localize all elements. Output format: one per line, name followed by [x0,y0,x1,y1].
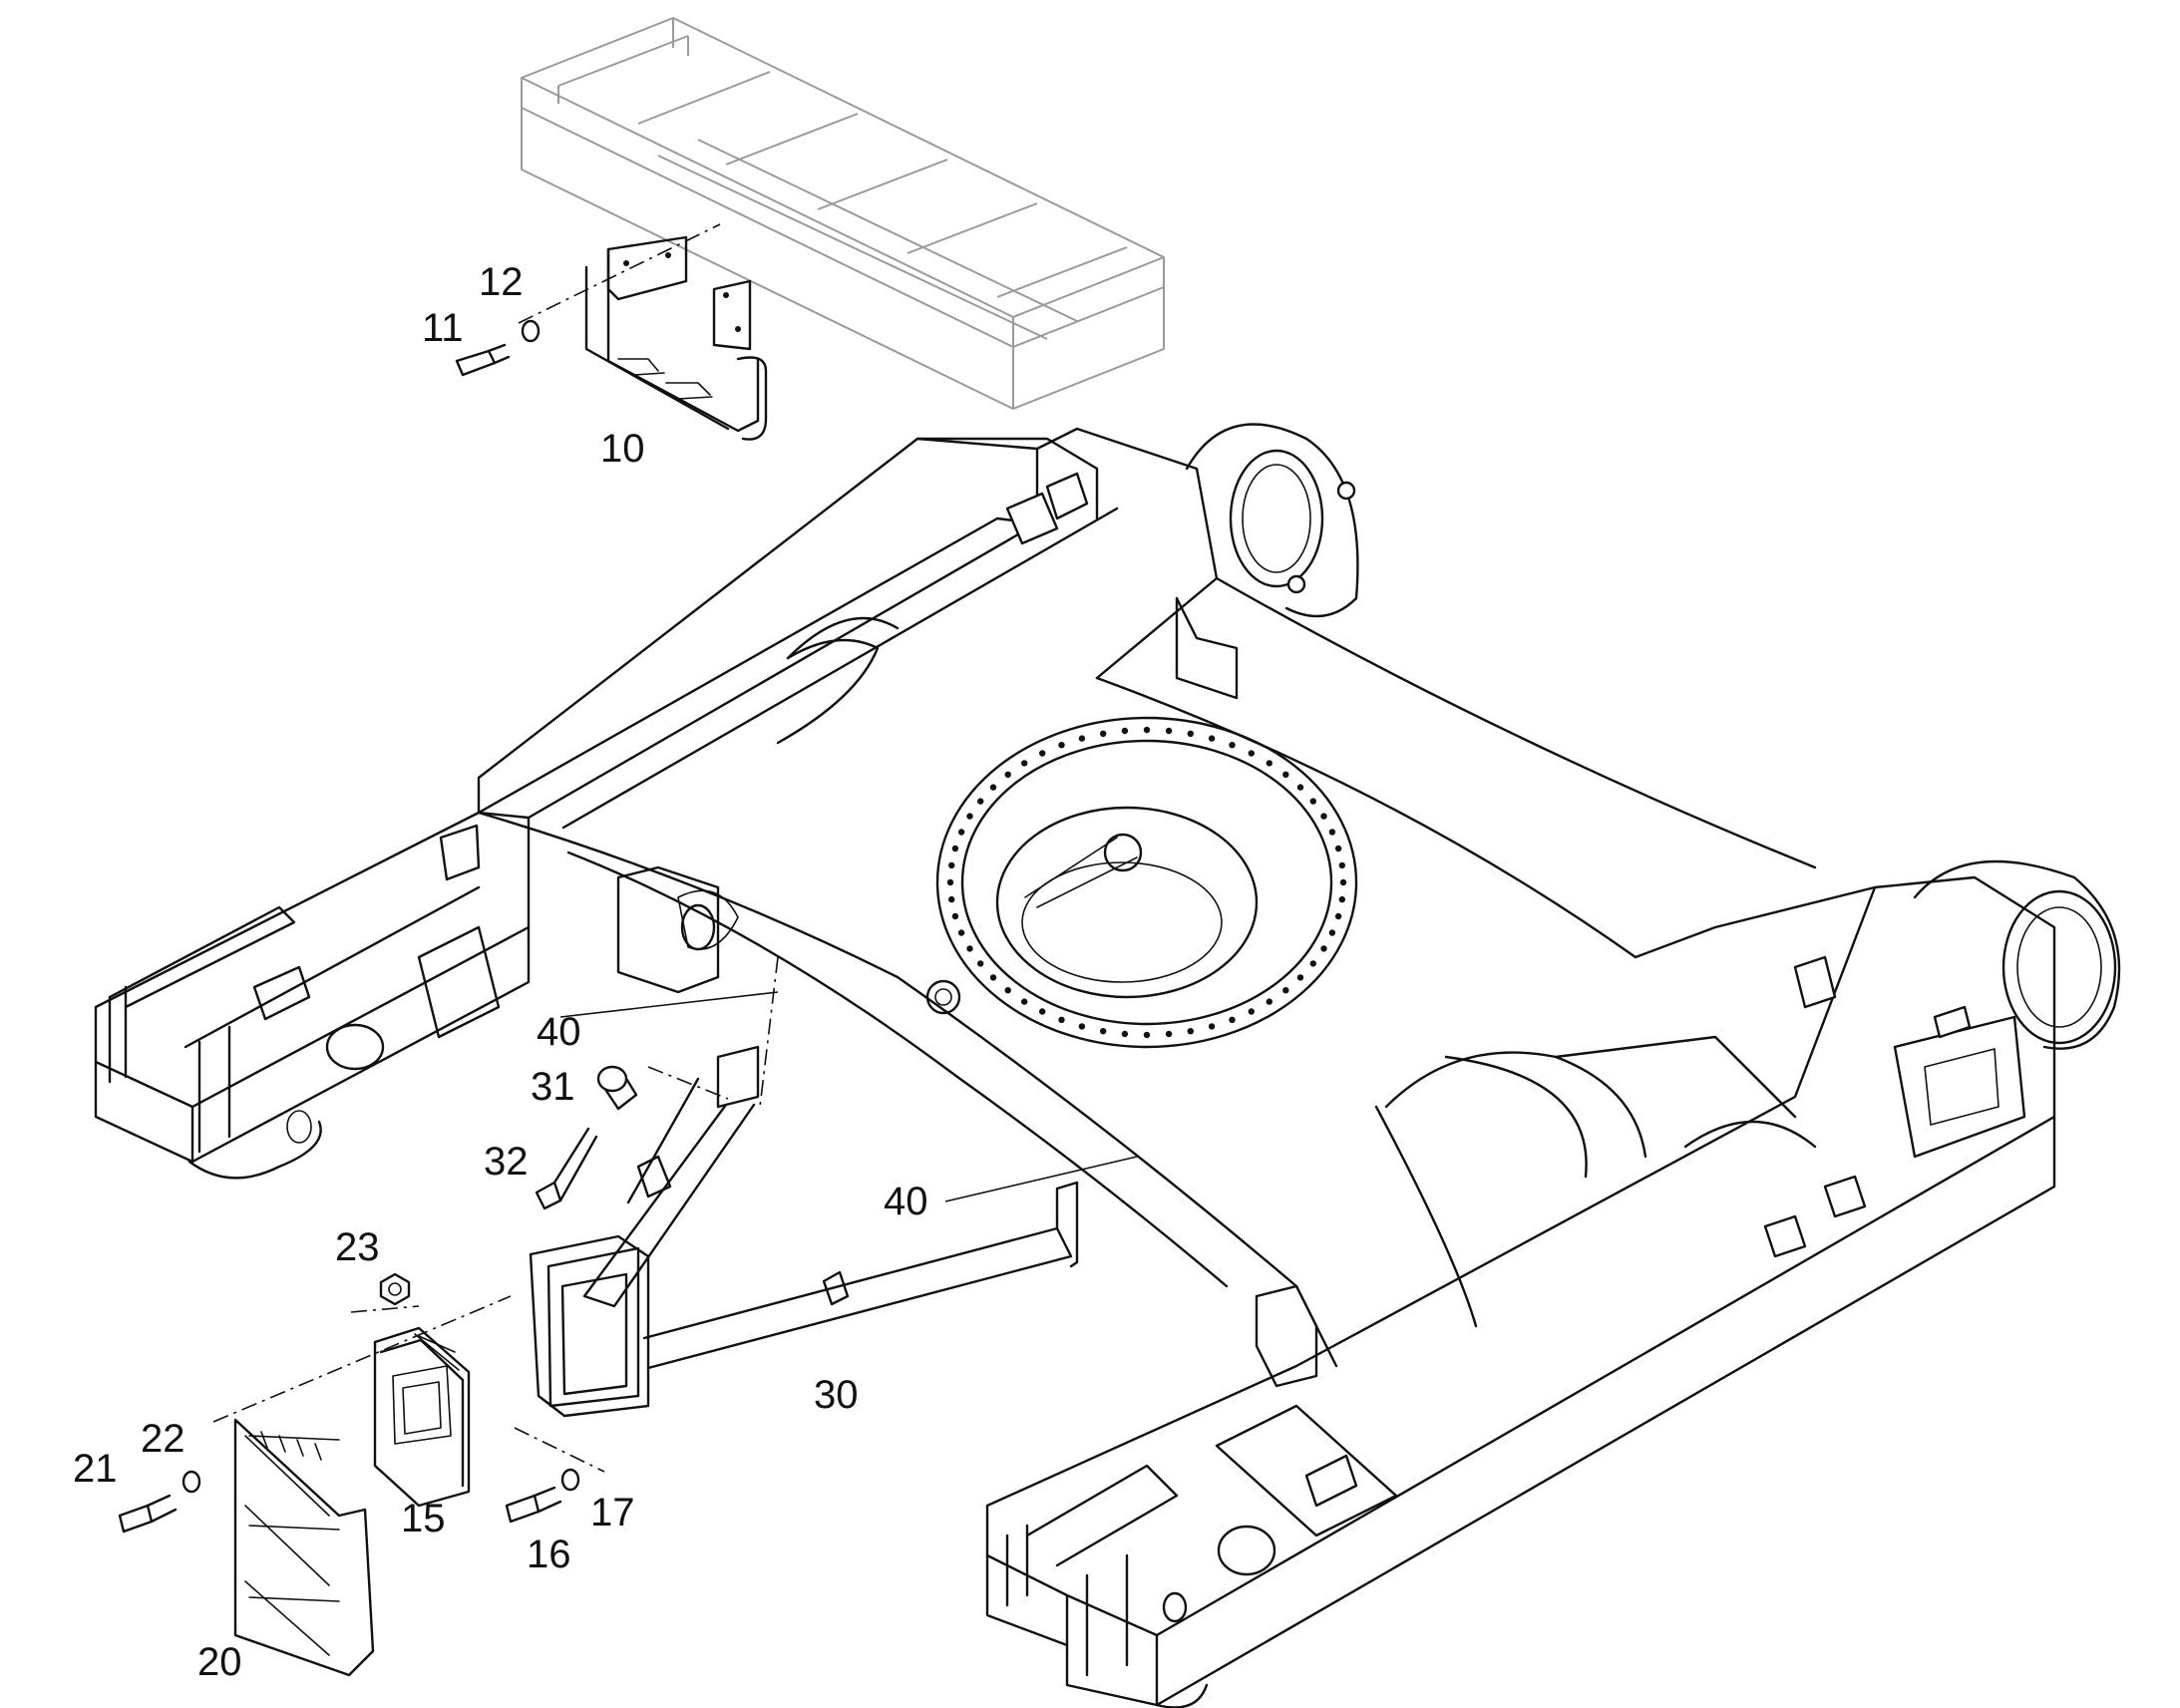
callout-30: 30 [814,1373,859,1417]
ring-bolt-hole [1309,960,1317,967]
bolt-16 [505,1486,562,1524]
ring-bolt-hole [951,845,959,853]
callout-15: 15 [401,1497,446,1540]
assembly-line-31 [647,1066,729,1100]
ring-bolt-hole [1078,735,1086,742]
callout-40-upper: 40 [537,1010,581,1054]
ring-bolt-hole [1296,974,1304,981]
ring-bolt-hole [1338,895,1346,903]
ring-bolt-hole [1187,1028,1195,1035]
ring-bolt-hole [957,829,965,836]
assembly-line-10 [518,223,721,324]
ring-bolt-hole [1100,730,1107,737]
bolt-32 [535,1127,598,1210]
ring-bolt-hole [1187,730,1195,737]
ring-bolt-hole [1339,878,1347,886]
ring-bolt-hole [946,878,954,886]
ring-bolt-hole [966,813,973,820]
ring-bolt-hole [1248,1008,1256,1015]
callout-21: 21 [73,1447,118,1491]
ring-bolt-hole [1328,829,1336,836]
turntable-bolt-holes [946,726,1347,1039]
ring-bolt-hole [1058,1016,1065,1023]
bolt-11 [455,343,511,377]
leader-40-upper [559,991,779,1018]
ring-bolt-hole [1121,727,1129,735]
ring-bolt-hole [1165,727,1173,735]
assembly-line-20 [212,1295,512,1423]
callout-32: 32 [484,1140,529,1184]
ring-bolt-hole [1039,750,1046,757]
ring-bolt-hole [977,960,984,967]
ring-bolt-hole [1320,945,1327,952]
ring-bolt-hole [1282,771,1289,778]
ring-bolt-hole [1266,998,1273,1005]
callout-11: 11 [422,306,464,350]
assembly-line-17 [514,1427,605,1473]
ring-bolt-hole [951,912,959,920]
ring-bolt-hole [1058,742,1065,749]
callout-22: 22 [141,1417,185,1461]
washer-22 [182,1470,201,1494]
ring-bolt-hole [1121,1030,1129,1038]
ring-bolt-hole [948,895,955,903]
ring-bolt-hole [1020,760,1028,767]
nut-23 [379,1272,411,1306]
ring-bolt-hole [1334,912,1342,920]
ring-bolt-hole [1296,784,1304,791]
ring-bolt-hole [1328,929,1336,936]
washer-17 [560,1468,580,1492]
bolt-21 [118,1494,178,1534]
ring-bolt-hole [1334,845,1342,853]
ring-bolt-hole [1100,1028,1107,1035]
ring-bolt-hole [1165,1030,1173,1038]
callout-10: 10 [600,427,645,471]
ring-bolt-hole [1143,726,1151,734]
ring-bolt-hole [1282,987,1289,994]
callout-labels: 12 11 10 40 31 32 40 23 30 22 21 17 15 1… [73,260,928,1684]
ring-bolt-hole [1208,1023,1216,1030]
bracket-10 [584,235,768,441]
callout-17: 17 [590,1491,635,1535]
ring-bolt-hole [1020,998,1028,1005]
washer-12 [521,319,541,343]
ring-bolt-hole [1229,742,1236,749]
ring-bolt-hole [1039,1008,1046,1015]
assembly-line-40 [759,956,779,1108]
ring-bolt-hole [1208,735,1216,742]
callout-12: 12 [479,260,524,304]
callout-31: 31 [531,1065,575,1109]
step-assembly-30 [529,1045,1079,1418]
step-plate-20 [233,1418,375,1677]
ring-bolt-hole [1004,987,1011,994]
ring-bolt-hole [1078,1023,1086,1030]
callout-16: 16 [527,1533,571,1576]
leader-40-lower [944,1156,1138,1202]
ring-bolt-hole [1143,1031,1151,1039]
ring-bolt-hole [948,861,955,869]
ring-bolt-hole [1320,813,1327,820]
ring-bolt-hole [1229,1016,1236,1023]
ring-bolt-hole [1338,861,1346,869]
step-bracket-15 [373,1326,471,1508]
callout-20: 20 [197,1640,242,1684]
callout-23: 23 [335,1225,380,1269]
rubber-stopper-31 [596,1065,638,1111]
ring-bolt-hole [1266,760,1273,767]
ring-bolt-hole [1309,798,1317,805]
ring-bolt-hole [966,945,973,952]
tool-box-tray [521,17,1165,410]
callout-40-lower: 40 [884,1180,928,1223]
ring-bolt-hole [989,784,997,791]
ring-bolt-hole [1004,771,1011,778]
undercarriage-frame [94,423,2121,1708]
ring-bolt-hole [1248,750,1256,757]
ring-bolt-hole [977,798,984,805]
ring-bolt-hole [989,974,997,981]
assembly-line-23 [350,1305,420,1313]
ring-bolt-hole [957,929,965,936]
